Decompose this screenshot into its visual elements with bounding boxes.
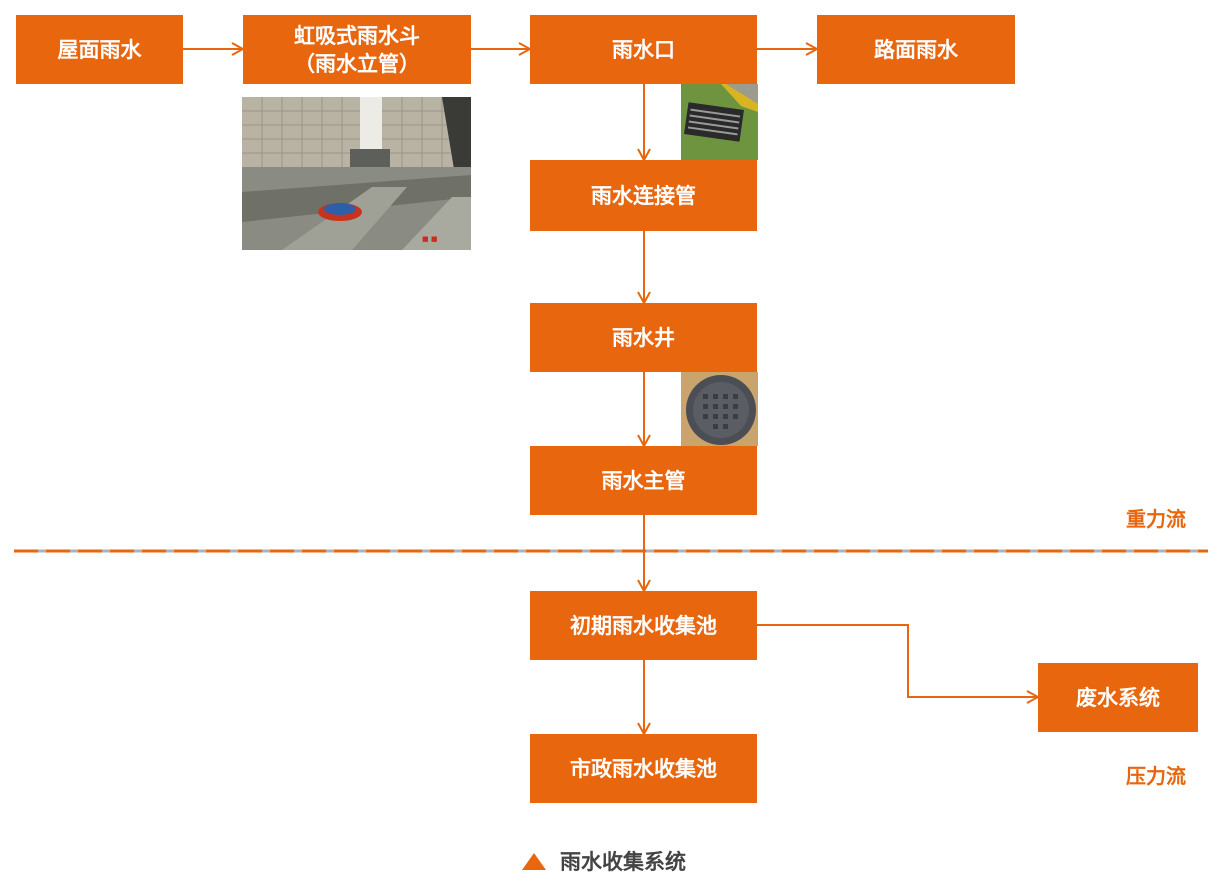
node-roof-rain: 屋面雨水 [16, 15, 183, 84]
grate-inlet-photo [681, 84, 758, 160]
node-waste-system: 废水系统 [1038, 663, 1198, 732]
svg-text:■ ■: ■ ■ [422, 235, 437, 243]
node-roof-rain-label: 屋面雨水 [57, 37, 142, 62]
node-initial-tank: 初期雨水收集池 [530, 591, 757, 660]
node-road-rain-label: 路面雨水 [874, 37, 958, 62]
node-connect-pipe: 雨水连接管 [530, 160, 757, 231]
triangle-icon [522, 852, 546, 870]
node-rain-well-label: 雨水井 [612, 325, 675, 350]
node-rain-well: 雨水井 [530, 303, 757, 372]
siphon-drain-photo: ■ ■ [242, 97, 471, 250]
node-municipal-tank-label: 市政雨水收集池 [570, 756, 717, 781]
node-connect-pipe-label: 雨水连接管 [591, 183, 696, 208]
node-main-pipe-label: 雨水主管 [601, 468, 686, 493]
node-waste-system-label: 废水系统 [1076, 685, 1160, 710]
caption-text: 雨水收集系统 [560, 850, 686, 874]
manhole-cover-photo [681, 372, 758, 446]
figure-caption: 雨水收集系统 [0, 846, 1208, 876]
node-siphon-drain: 虹吸式雨水斗 （雨水立管） [243, 15, 471, 84]
node-rain-inlet-label: 雨水口 [612, 37, 675, 62]
arrow-initial-to-waste [757, 624, 1038, 697]
node-initial-tank-label: 初期雨水收集池 [570, 613, 717, 638]
pressure-flow-label: 压力流 [1126, 764, 1186, 788]
node-siphon-drain-label: 虹吸式雨水斗 （雨水立管） [294, 23, 420, 76]
node-rain-inlet: 雨水口 [530, 15, 757, 84]
gravity-flow-label: 重力流 [1126, 507, 1186, 531]
node-main-pipe: 雨水主管 [530, 446, 757, 515]
node-road-rain: 路面雨水 [817, 15, 1015, 84]
node-municipal-tank: 市政雨水收集池 [530, 734, 757, 803]
